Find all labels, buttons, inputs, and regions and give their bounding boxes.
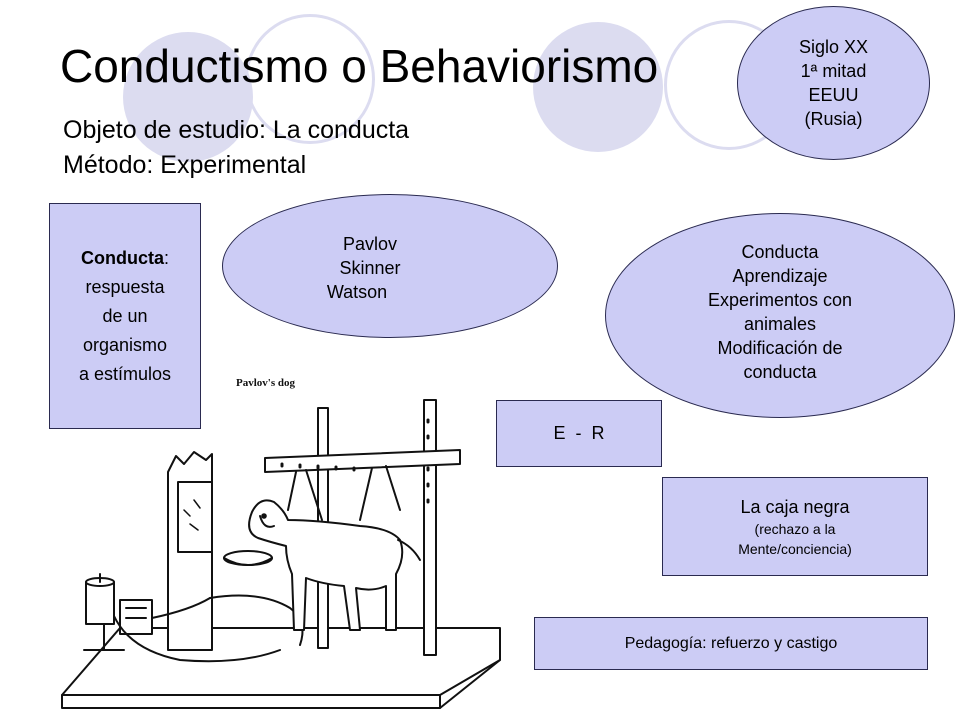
dog-body (248, 499, 404, 631)
country-line: EEUU (808, 85, 859, 105)
definition-colon: : (163, 247, 169, 268)
century-oval: Siglo XX 1ª mitad EEUU (Rusia) (737, 6, 930, 160)
author-watson: Watson (326, 282, 388, 302)
authors-oval: Pavlov Skinner Watson (222, 194, 558, 338)
topic-line: Aprendizaje (732, 265, 828, 286)
decorative-circle (123, 32, 253, 162)
stimulus-response-box: E - R (496, 400, 662, 467)
author-pavlov: Pavlov (342, 234, 398, 254)
century-line: Siglo XX (798, 37, 869, 57)
topic-line: Experimentos con (707, 289, 853, 310)
definition-line: organismo (82, 334, 168, 355)
black-box-subtitle-2: Mente/conciencia) (738, 540, 852, 557)
definition-box: Conducta: respuesta de un organismo a es… (49, 203, 201, 429)
decorative-circle (533, 22, 663, 152)
country-secondary-line: (Rusia) (804, 109, 863, 129)
topic-line: animales (743, 313, 817, 334)
definition-line: a estímulos (78, 363, 172, 384)
topic-line: Conducta (741, 241, 819, 262)
pedagogy-box: Pedagogía: refuerzo y castigo (534, 617, 928, 670)
half-line: 1ª mitad (800, 61, 867, 81)
decorative-ring (245, 14, 375, 144)
pavlovs-dog-illustration: Pavlov's dog (61, 377, 501, 709)
black-box-subtitle-1: (rechazo a la (754, 520, 836, 537)
stimulus-response-label: E - R (553, 423, 605, 443)
recorder-device (85, 581, 115, 625)
topic-line: Modificación de (717, 337, 843, 358)
author-skinner: Skinner (339, 258, 401, 278)
study-object-line: Objeto de estudio: La conducta (63, 116, 410, 144)
definition-line: de un (102, 305, 148, 326)
topic-line: conducta (743, 361, 817, 382)
illustration-caption: Pavlov's dog (236, 377, 295, 389)
pedagogy-label: Pedagogía: refuerzo y castigo (624, 634, 838, 652)
topics-oval: Conducta Aprendizaje Experimentos con an… (605, 213, 955, 418)
black-box-title: La caja negra (740, 496, 850, 517)
method-line: Método: Experimental (63, 151, 307, 179)
food-bowl (223, 550, 273, 566)
slide-title: Conductismo o Behaviorismo (60, 40, 659, 92)
black-box-box: La caja negra (rechazo a la Mente/concie… (662, 477, 928, 576)
frame-crossbar (264, 449, 461, 473)
definition-line: respuesta (85, 276, 165, 297)
definition-heading: Conducta: (81, 244, 169, 273)
definition-term: Conducta (80, 247, 164, 268)
